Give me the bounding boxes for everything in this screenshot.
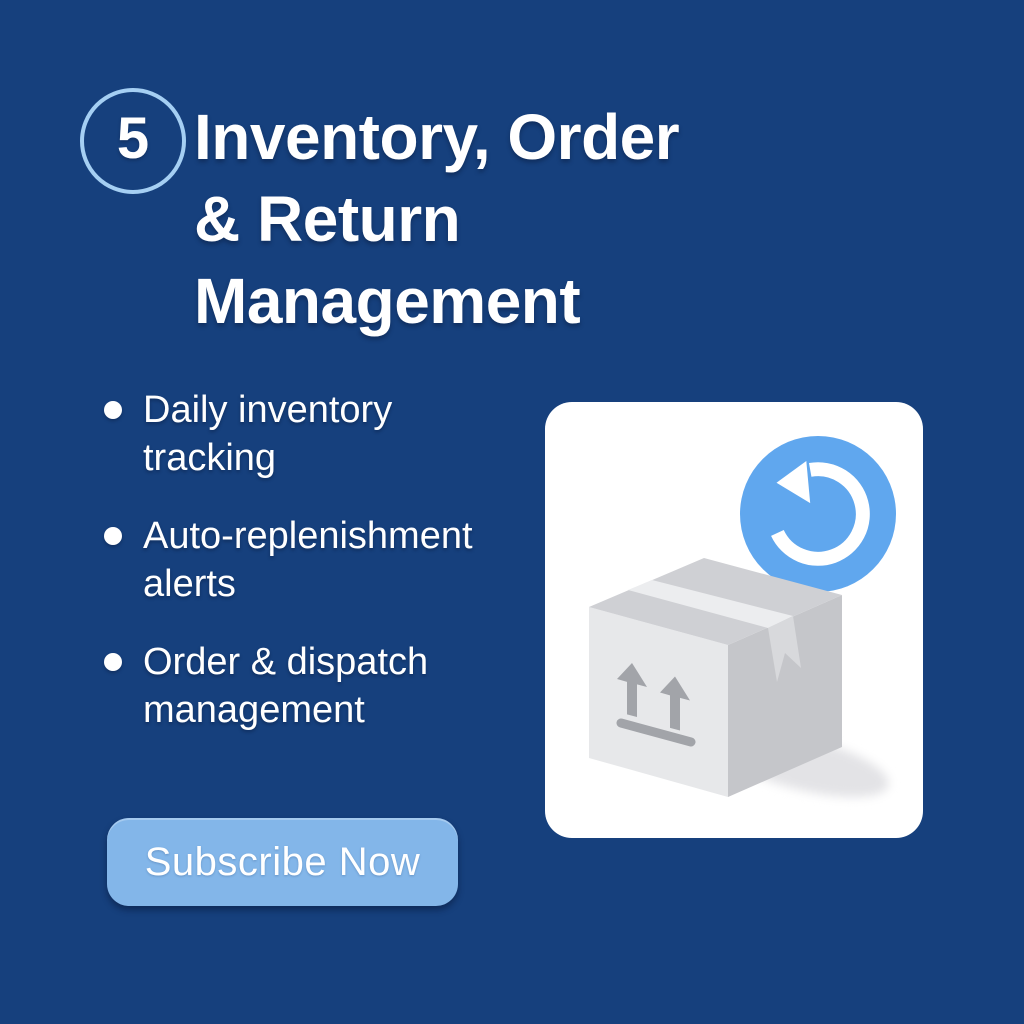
bullet-icon	[104, 401, 122, 419]
list-item-line: Daily inventory	[143, 389, 393, 431]
step-number: 5	[116, 106, 150, 171]
page-title: Inventory, Order & Return Management	[194, 96, 680, 342]
up-arrow-left	[617, 663, 647, 717]
page-title-line: Inventory, Order	[194, 101, 680, 173]
return-arrow-head	[776, 461, 811, 504]
illustration-card	[545, 402, 923, 838]
bullet-icon	[104, 527, 122, 545]
list-item-line: management	[143, 689, 365, 731]
package-box-icon	[589, 558, 842, 797]
list-item-line: Order & dispatch	[143, 641, 429, 683]
bullet-icon	[104, 653, 122, 671]
list-item: Order & dispatch management	[104, 638, 473, 734]
list-item-line: tracking	[143, 437, 277, 479]
list-item-line: alerts	[143, 563, 236, 605]
box-tape-strip	[628, 580, 793, 628]
page-title-line: & Return	[194, 183, 461, 255]
list-item: Daily inventory tracking	[104, 386, 473, 482]
list-item-text: Daily inventory tracking	[143, 386, 392, 482]
box-left-face	[589, 607, 728, 797]
page-title-line: Management	[194, 265, 581, 337]
return-arrow-arc	[771, 462, 870, 566]
box-tape-tab	[768, 616, 801, 682]
step-badge: 5	[80, 88, 186, 194]
list-item-text: Auto-replenishment alerts	[143, 512, 473, 608]
feature-list: Daily inventory tracking Auto-replenishm…	[104, 386, 473, 764]
list-item: Auto-replenishment alerts	[104, 512, 473, 608]
box-right-face	[728, 595, 842, 797]
return-icon-circle	[740, 436, 896, 592]
subscribe-button[interactable]: Subscribe Now	[107, 818, 458, 906]
package-return-illustration	[589, 436, 896, 798]
up-arrow-right	[660, 676, 690, 731]
this-side-up-icon	[616, 663, 696, 747]
list-item-text: Order & dispatch management	[143, 638, 428, 734]
return-icon	[740, 436, 896, 592]
baseline-mark	[616, 718, 696, 747]
list-item-line: Auto-replenishment	[143, 515, 473, 557]
